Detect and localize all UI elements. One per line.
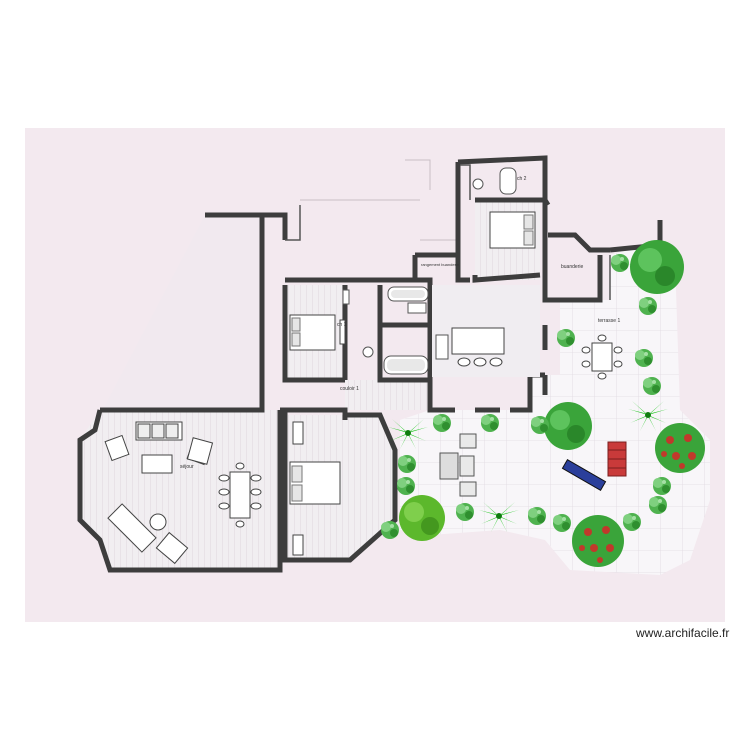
dining-table-icon bbox=[218, 462, 262, 528]
sofa-icon bbox=[107, 503, 189, 565]
small-plant-icon bbox=[397, 477, 415, 495]
small-plant-icon bbox=[531, 416, 549, 434]
credit-text: www.archifacile.fr bbox=[636, 626, 730, 640]
coffee-table bbox=[141, 454, 173, 474]
small-plant-icon bbox=[456, 503, 474, 521]
sketch-lines bbox=[300, 159, 460, 241]
room-label-rangement: rangement buanderie bbox=[421, 262, 460, 267]
small-plant-icon bbox=[639, 297, 657, 315]
flowering-bush-icon bbox=[572, 515, 624, 567]
room-label-buanderie: buanderie bbox=[561, 264, 583, 270]
small-plant-icon bbox=[643, 377, 661, 395]
dining-table-icon bbox=[451, 327, 505, 367]
dining-table-icon bbox=[581, 334, 623, 380]
small-plant-icon bbox=[528, 507, 546, 525]
round-bush-icon bbox=[544, 402, 592, 450]
flowering-bush-icon bbox=[655, 423, 705, 473]
small-plant-icon bbox=[553, 514, 571, 532]
round-bush-icon bbox=[630, 240, 684, 294]
small-plant-icon bbox=[649, 496, 667, 514]
room-label-ch1: ch 1 bbox=[337, 322, 347, 328]
sink-icon bbox=[342, 178, 484, 360]
small-plant-icon bbox=[481, 414, 499, 432]
wardrobe-icon bbox=[292, 319, 346, 556]
bed-icon bbox=[289, 314, 336, 351]
room-label-ch2: ch 2 bbox=[517, 176, 527, 182]
room-label-sejour: séjour bbox=[180, 464, 194, 470]
lounge-set bbox=[439, 433, 477, 497]
small-plant-icon bbox=[433, 414, 451, 432]
small-plant-icon bbox=[611, 254, 629, 272]
thin-walls bbox=[285, 164, 611, 300]
small-plant-icon bbox=[381, 521, 399, 539]
small-plant-icon bbox=[635, 349, 653, 367]
bathtub-icon bbox=[499, 167, 517, 195]
bed-icon bbox=[289, 461, 341, 505]
small-plant-icon bbox=[653, 477, 671, 495]
round-bush-icon bbox=[399, 495, 445, 541]
bed-icon bbox=[489, 211, 536, 249]
deck-chair-icon bbox=[561, 458, 607, 492]
sofa-icon bbox=[104, 421, 214, 466]
bathtub-icon bbox=[383, 355, 429, 375]
bathtub-icon bbox=[387, 286, 429, 302]
room-label-terrasse: terrasse 1 bbox=[598, 318, 620, 324]
small-plant-icon bbox=[557, 329, 575, 347]
walls bbox=[77, 155, 663, 573]
interior-floors bbox=[80, 200, 540, 570]
small-plant-icon bbox=[398, 455, 416, 473]
bench-icon bbox=[607, 441, 627, 477]
room-label-couloir: couloir 1 bbox=[340, 386, 359, 392]
small-plant-icon bbox=[623, 513, 641, 531]
